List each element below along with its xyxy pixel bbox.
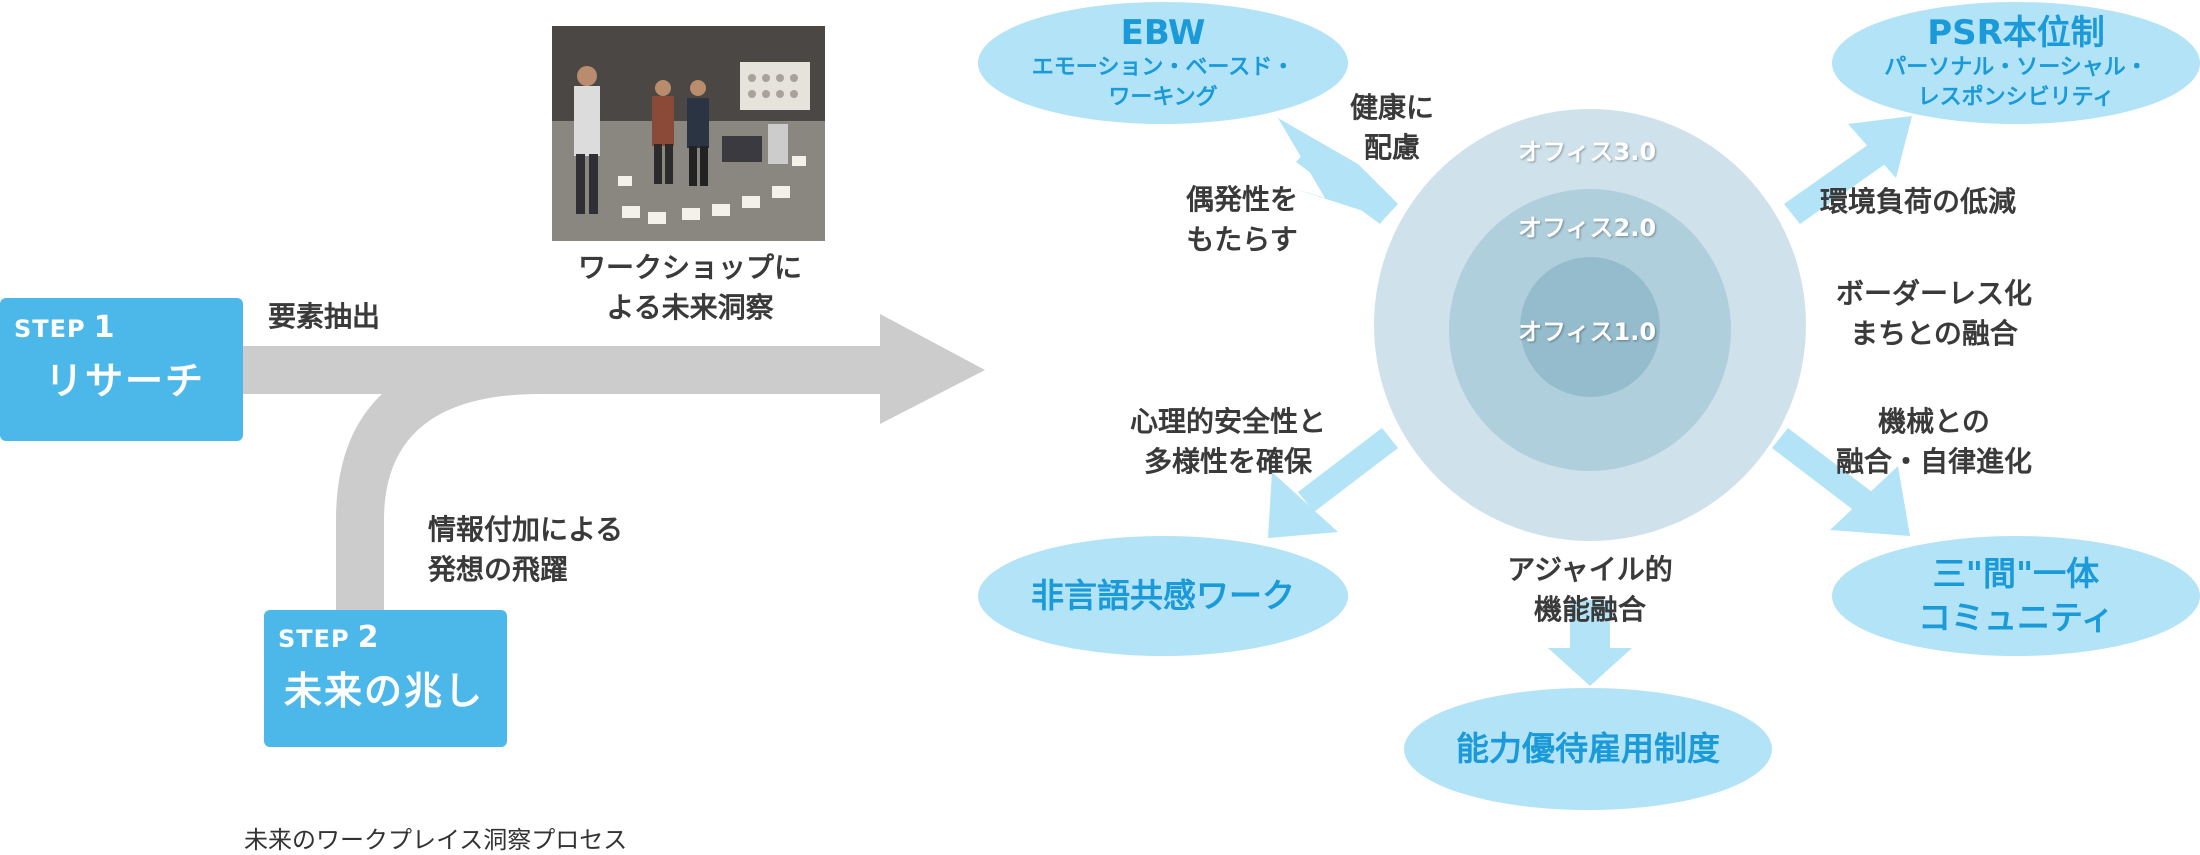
arrow-to-nonverbal-shaft [1298,428,1398,512]
arrow-to-ability-head [1548,648,1632,686]
nonverbal-ellipse: 非言語共感ワーク [978,536,1348,656]
ebw-title: EBW [1120,13,1206,53]
step1-title: リサーチ [45,359,206,403]
office-3-label: オフィス3.0 [1518,138,1657,166]
office-2-label: オフィス2.0 [1518,214,1657,242]
machine-label: 機械との 融合・自律進化 [1826,402,2042,482]
community-line2: コミュニティ [1917,598,2115,637]
border-label-line2: まちとの融合 [1850,317,2018,350]
arrow-to-ability-shaft [1570,600,1610,648]
extract-label: 要素抽出 [268,300,381,333]
community-ellipse: 三"間"一体 コミュニティ [1832,536,2200,656]
env-label: 環境負荷の低減 [1820,185,2017,218]
health-label-line2: 配慮 [1363,131,1420,164]
office-1-label: オフィス1.0 [1518,318,1657,346]
arrow-to-community-head [1830,466,1910,536]
figure-caption: 未来のワークプレイス洞察プロセス [244,826,628,854]
ebw-sub2: ワーキング [1108,85,1218,110]
psr-title: PSR本位制 [1927,13,2105,53]
leap-label-line2: 発想の飛躍 [428,553,569,586]
health-label: 健康に 配慮 [1340,88,1444,168]
chance-label-line2: もたらす [1186,223,1298,256]
workshop-photo [552,26,825,241]
workshop-label-line1: ワークショップに [577,251,802,284]
arrow-to-ebw-shaft [1296,142,1396,224]
leap-label: 情報付加による 発想の飛躍 [428,510,623,590]
step2-number: 2 [357,620,380,655]
agile-label: アジャイル的 機能融合 [1480,550,1700,630]
border-label-line1: ボーダーレス化 [1835,277,2032,310]
arrow-to-nonverbal-head [1268,472,1338,538]
office-circle-1 [1520,257,1660,397]
chance-label-line1: 偶発性を [1185,183,1298,216]
main-flow-arrow-head [880,314,985,424]
machine-label-line2: 融合・自律進化 [1835,445,2032,478]
psych-label: 心理的安全性と 多様性を確保 [1112,402,1344,482]
step2-title: 未来の兆し [284,669,485,713]
psych-label-line1: 心理的安全性と [1129,405,1326,438]
psych-label-line2: 多様性を確保 [1143,445,1312,478]
ability-ellipse: 能力優待雇用制度 [1404,688,1772,810]
workshop-label: ワークショップに よる未来洞察 [550,248,830,328]
health-label-line1: 健康に [1349,91,1434,124]
arrow-to-community-shaft [1772,428,1872,512]
agile-label-line2: 機能融合 [1533,593,1646,626]
step2-label-text: STEP [278,625,350,653]
leap-label-line1: 情報付加による [428,513,624,546]
border-label: ボーダーレス化 まちとの融合 [1826,274,2042,354]
main-flow-arrow-shaft [240,346,882,394]
psr-ellipse: PSR本位制 パーソナル・ソーシャル・ レスポンシビリティ [1832,2,2200,124]
workshop-label-line2: よる未来洞察 [606,291,774,324]
ebw-ellipse: EBW エモーション・ベースド・ ワーキング [978,2,1348,124]
psr-sub1: パーソナル・ソーシャル・ [1884,55,2148,80]
agile-label-line1: アジャイル的 [1507,553,1673,586]
arrow-to-psr-shaft [1784,142,1888,224]
step1-label-text: STEP [14,315,86,343]
branch-flow-curve [336,346,560,612]
nonverbal-title: 非言語共感ワーク [1031,576,1295,615]
chance-label: 偶発性を もたらす [1172,180,1312,260]
psr-sub2: レスポンシビリティ [1917,85,2115,110]
step1-number: 1 [93,310,116,345]
arrow-to-psr-head [1848,116,1912,178]
community-line1: 三"間"一体 [1932,554,2100,593]
ability-title: 能力優待雇用制度 [1456,729,1720,768]
machine-label-line1: 機械との [1878,405,1990,438]
ebw-sub1: エモーション・ベースド・ [1031,55,1295,80]
